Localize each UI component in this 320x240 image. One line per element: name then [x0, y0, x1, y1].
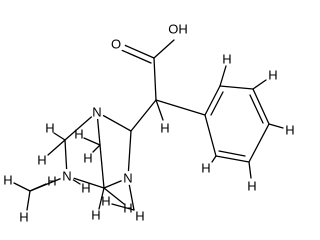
cage-h-5-label: H: [3, 173, 12, 188]
bond-carbon-hydroxyl: [153, 39, 175, 59]
cage-h-8-label: H: [81, 181, 90, 196]
phenyl-h-lower-right-label: H: [285, 123, 294, 138]
cage-h-7-label: H: [19, 210, 28, 225]
cage-h-6-label: H: [47, 174, 56, 189]
cage-h-3-label: H: [74, 127, 83, 142]
cage-h-1-label: H: [45, 121, 54, 136]
amine-n-right-label: N: [123, 171, 132, 186]
bond-alpha-phenyl: [155, 99, 206, 116]
cage-h-4-label: H: [83, 151, 92, 166]
bond-ring-h-top: [219, 65, 227, 87]
bond-ring-5-inner: [218, 150, 246, 157]
bond-ring-3: [252, 88, 270, 125]
bond-ring-1-inner: [210, 91, 224, 116]
phenyl-h-bottom-label: H: [247, 179, 256, 194]
bond-carbonyl-2: [118, 48, 152, 64]
amine-n-top-label: N: [92, 105, 101, 120]
cage-h-2-label: H: [37, 153, 46, 168]
hydroxyl-label: OH: [168, 22, 188, 37]
bond-ring-h-lower-right: [268, 123, 284, 129]
bond-ring-3-inner: [249, 94, 264, 124]
bond-cage-h-9: [103, 187, 125, 205]
bond-alpha-cage: [130, 99, 157, 132]
phenyl-h-upper-right-label: H: [268, 68, 277, 83]
bond-carboxyl-alpha: [153, 57, 157, 101]
amine-n-left-label: N: [62, 169, 71, 184]
bond-ring-h-lower-left: [211, 155, 217, 163]
bond-cage-3: [64, 111, 98, 141]
bond-cage-h-5: [13, 182, 31, 192]
bond-ring-1: [204, 85, 221, 116]
bond-ring-h-bottom: [248, 161, 252, 179]
alpha-h-label: H: [160, 121, 169, 136]
cage-h-12-label: H: [135, 209, 144, 224]
bond-cage-h-2: [47, 139, 66, 156]
bond-cage-h-6: [29, 183, 47, 192]
carbonyl-oxygen-label: O: [111, 37, 121, 52]
bond-ring-h-upper-right: [252, 79, 267, 90]
bond-ring-4: [248, 123, 270, 163]
cage-h-11-label: H: [123, 201, 132, 216]
bond-carbonyl-1: [121, 43, 155, 59]
phenyl-h-lower-left-label: H: [201, 161, 210, 176]
bond-cage-h-10: [111, 203, 135, 211]
phenyl-h-top-label: H: [222, 52, 231, 67]
bond-cage-h-8: [98, 187, 105, 210]
bond-ring-6: [204, 114, 217, 157]
bond-cage-2: [127, 130, 132, 179]
bond-ring-5: [215, 155, 250, 163]
atom-labels: O OH N N N H H H H H H H H H H H H H H H…: [3, 21, 295, 225]
bond-cage-h-1: [53, 132, 66, 141]
chemical-structure-diagram: O OH N N N H H H H H H H H H H H H H H H…: [3, 21, 295, 225]
bond-cage-h-3: [83, 137, 101, 146]
bond-cage-8: [99, 144, 105, 189]
bond-alpha-h: [155, 99, 164, 121]
cage-h-10-label: H: [101, 194, 110, 209]
bond-lines: [13, 39, 284, 211]
bond-ring-2: [219, 85, 254, 90]
cage-h-9-label: H: [91, 208, 100, 223]
bond-cage-10: [26, 190, 31, 211]
bond-cage-h-4: [92, 144, 101, 153]
